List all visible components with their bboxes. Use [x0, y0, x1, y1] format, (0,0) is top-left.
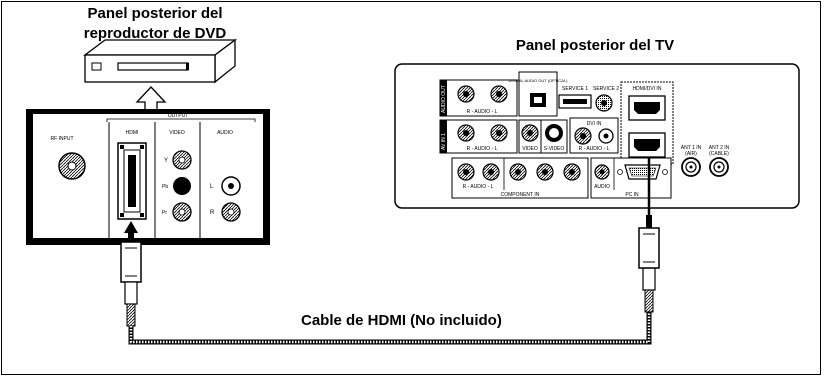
tv-audio-out-label: AUDIO OUT: [441, 85, 447, 113]
tv-service2-label: SERVICE 2: [593, 86, 619, 92]
dvd-output-label: OUTPUT: [168, 113, 189, 119]
dvd-up-arrow-icon: [135, 86, 167, 111]
dvd-pb-label: Pb: [162, 184, 168, 190]
dvd-panel-title-line1: Panel posterior del: [87, 5, 223, 22]
tv-ant1-sub-label: (AIR): [685, 151, 697, 157]
dvd-rf-input-label: RF INPUT: [50, 136, 73, 142]
dvd-plug-arrow-icon: [124, 221, 138, 233]
dvd-rear-panel: OUTPUT RF INPUT HDMI VIDEO AUDIO Y Pb Pr: [26, 109, 270, 245]
dvd-hdmi-label: HDMI: [126, 130, 139, 136]
tv-ant2-in-label: ANT 2 IN: [709, 145, 730, 151]
tv-av-in-row-label: R - AUDIO - L: [467, 146, 498, 152]
tv-s-video-label: S-VIDEO: [544, 146, 565, 152]
tv-pc-in-label: PC IN: [625, 192, 639, 198]
tv-ant2-sub-label: (CABLE): [709, 151, 729, 157]
dvd-panel-title-line2: reproductor de DVD: [83, 25, 227, 42]
tv-video-label: VIDEO: [522, 146, 538, 152]
dvd-pb-jack-icon: [173, 177, 191, 195]
dvd-video-label: VIDEO: [169, 130, 185, 136]
tv-rear-panel: AUDIO OUT R - AUDIO - L DIGITAL AUDIO OU…: [394, 63, 800, 209]
dvd-audio-label: AUDIO: [217, 130, 233, 136]
dvd-panel-title: Panel posterior del reproductor de DVD: [40, 4, 270, 44]
tv-hdmi-port-2-icon: [628, 132, 666, 158]
dvd-y-label: Y: [164, 158, 168, 164]
hdmi-cable: [120, 157, 660, 345]
dvd-l-label: L: [210, 184, 214, 190]
dvd-r-label: R: [210, 210, 215, 216]
dvd-pr-label: Pr: [162, 210, 167, 216]
tv-panel-title: Panel posterior del TV: [515, 37, 675, 54]
tv-hdmi-port-1-icon: [628, 95, 666, 121]
tv-component-audio-row-label: R - AUDIO - L: [463, 184, 494, 190]
tv-component-in-label: COMPONENT IN: [501, 192, 540, 198]
tv-pc-audio-label: AUDIO: [594, 184, 610, 190]
tv-ant1-in-label: ANT 1 IN: [681, 145, 702, 151]
tv-av-in-label: AV IN 1: [441, 133, 447, 150]
cable-caption: Cable de HDMI (No incluido): [301, 312, 502, 329]
tv-optical-label: DIGITAL AUDIO OUT (OPTICAL): [508, 78, 568, 83]
tv-audio-out-row-label: R - AUDIO - L: [467, 109, 498, 115]
tv-dvi-in-label: DVI IN: [587, 121, 602, 127]
dvd-player-icon: [83, 38, 237, 84]
tv-service1-label: SERVICE 1: [562, 86, 588, 92]
dvd-hdmi-port-icon: [117, 142, 147, 220]
tv-hdmi-dvi-in-label: HDMI/DVI IN: [633, 86, 662, 92]
tv-dvi-audio-row-label: R - AUDIO - L: [579, 146, 610, 152]
